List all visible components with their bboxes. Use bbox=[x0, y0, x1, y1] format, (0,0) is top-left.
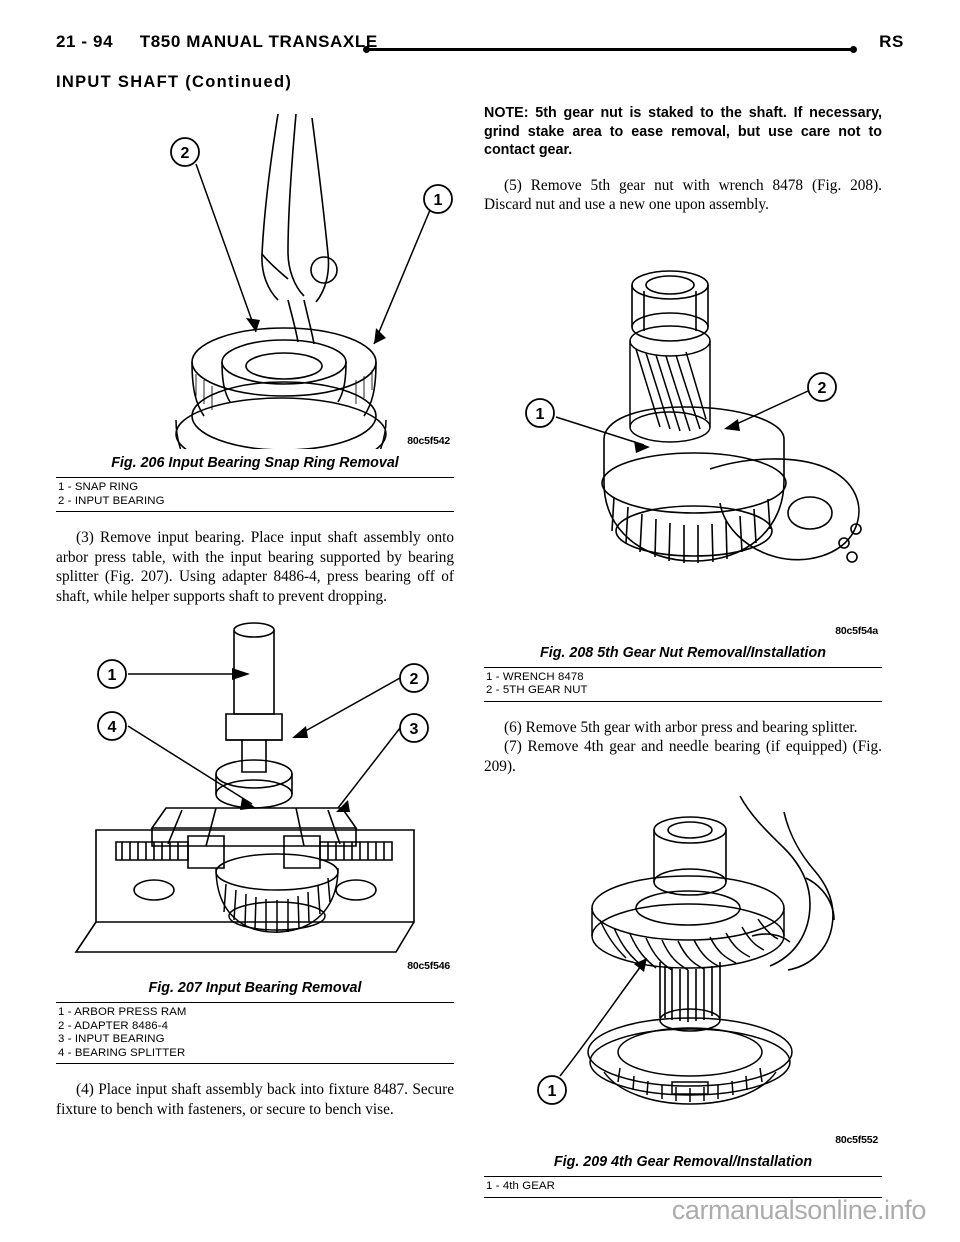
legend-item: 1 - WRENCH 8478 bbox=[486, 670, 584, 683]
svg-text:2: 2 bbox=[818, 380, 827, 397]
legend-item: 2 - 5TH GEAR NUT bbox=[486, 684, 588, 696]
paragraph-6: (6) Remove 5th gear with arbor press and… bbox=[504, 718, 858, 736]
svg-text:1: 1 bbox=[548, 1083, 557, 1100]
legend-item: 1 - 4th GEAR bbox=[486, 1180, 555, 1192]
header-right-label: RS bbox=[879, 32, 904, 51]
figure-208-caption: Fig. 208 5th Gear Nut Removal/Installati… bbox=[539, 644, 826, 661]
legend-item: 3 - INPUT BEARING bbox=[58, 1033, 165, 1045]
svg-text:1: 1 bbox=[434, 192, 443, 209]
legend-item: 1 - SNAP RING bbox=[58, 481, 139, 493]
figure-208-artwork: 1 2 80c5f54a bbox=[484, 230, 882, 639]
header-title: T850 MANUAL TRANSAXLE bbox=[139, 32, 378, 51]
figure-206-legend: 1 - SNAP RING 2 - INPUT BEARING bbox=[56, 477, 454, 512]
svg-text:4: 4 bbox=[108, 719, 117, 736]
figure-209-legend: 1 - 4th GEAR bbox=[484, 1176, 882, 1198]
svg-text:2: 2 bbox=[410, 671, 419, 688]
figure-207-caption: Fig. 207 Input Bearing Removal bbox=[148, 980, 362, 996]
figure-207-legend: 1 - ARBOR PRESS RAM 2 - ADAPTER 8486-4 3… bbox=[56, 1002, 454, 1064]
header-left: 21 - 94 T850 MANUAL TRANSAXLE bbox=[56, 32, 378, 52]
svg-text:1: 1 bbox=[536, 406, 545, 423]
figure-206-code: 80c5f542 bbox=[407, 435, 450, 447]
watermark: carmanualsonline.info bbox=[671, 1195, 927, 1225]
figure-208: 1 2 80c5f54a Fig. 208 5th Gear Nut Remov… bbox=[484, 230, 882, 702]
figure-206-caption: Fig. 206 Input Bearing Snap Ring Removal bbox=[111, 455, 399, 471]
page-header: 21 - 94 T850 MANUAL TRANSAXLE RS bbox=[56, 32, 904, 66]
svg-text:1: 1 bbox=[108, 667, 117, 684]
legend-item: 1 - ARBOR PRESS RAM bbox=[58, 1006, 187, 1018]
figure-209-caption: Fig. 209 4th Gear Removal/Installation bbox=[553, 1154, 813, 1170]
figure-206: 2 1 80c5f542 Fig. 206 Input Bearing Snap… bbox=[56, 104, 454, 512]
svg-text:2: 2 bbox=[181, 145, 190, 162]
paragraph-7: (7) Remove 4th gear and needle bearing (… bbox=[484, 738, 882, 775]
figure-208-legend: 1 - WRENCH 8478 2 - 5TH GEAR NUT bbox=[484, 666, 882, 702]
section-title: INPUT SHAFT (Continued) bbox=[56, 73, 293, 91]
right-column: NOTE: 5th gear nut is staked to the shaf… bbox=[484, 104, 882, 1198]
left-column: 2 1 80c5f542 Fig. 206 Input Bearing Snap… bbox=[56, 104, 454, 1119]
legend-item: 2 - INPUT BEARING bbox=[58, 494, 165, 507]
figure-207: 1 2 4 3 80c5f546 Fig. 207 Input Bearing … bbox=[56, 622, 454, 1064]
legend-item: 4 - BEARING SPLITTER bbox=[58, 1046, 186, 1059]
paragraph-4: (4) Place input shaft assembly back into… bbox=[56, 1081, 454, 1118]
figure-206-artwork: 2 1 80c5f542 bbox=[56, 104, 454, 449]
figure-209-artwork: 1 80c5f552 bbox=[484, 786, 882, 1148]
figure-209: 1 80c5f552 Fig. 209 4th Gear Removal/Ins… bbox=[484, 786, 882, 1198]
figure-208-code: 80c5f54a bbox=[835, 624, 878, 637]
note-text: NOTE: 5th gear nut is staked to the shaf… bbox=[484, 105, 882, 158]
page-number: 21 - 94 bbox=[56, 32, 114, 51]
legend-item: 2 - ADAPTER 8486-4 bbox=[58, 1019, 169, 1032]
paragraph-5: (5) Remove 5th gear nut with wrench 8478… bbox=[484, 176, 882, 214]
header-rule bbox=[363, 46, 857, 53]
figure-207-code: 80c5f546 bbox=[407, 960, 450, 972]
paragraph-3: (3) Remove input bearing. Place input sh… bbox=[56, 529, 454, 605]
figure-207-artwork: 1 2 4 3 80c5f546 bbox=[56, 622, 454, 974]
figure-209-code: 80c5f552 bbox=[835, 1134, 878, 1146]
svg-text:3: 3 bbox=[410, 721, 419, 738]
